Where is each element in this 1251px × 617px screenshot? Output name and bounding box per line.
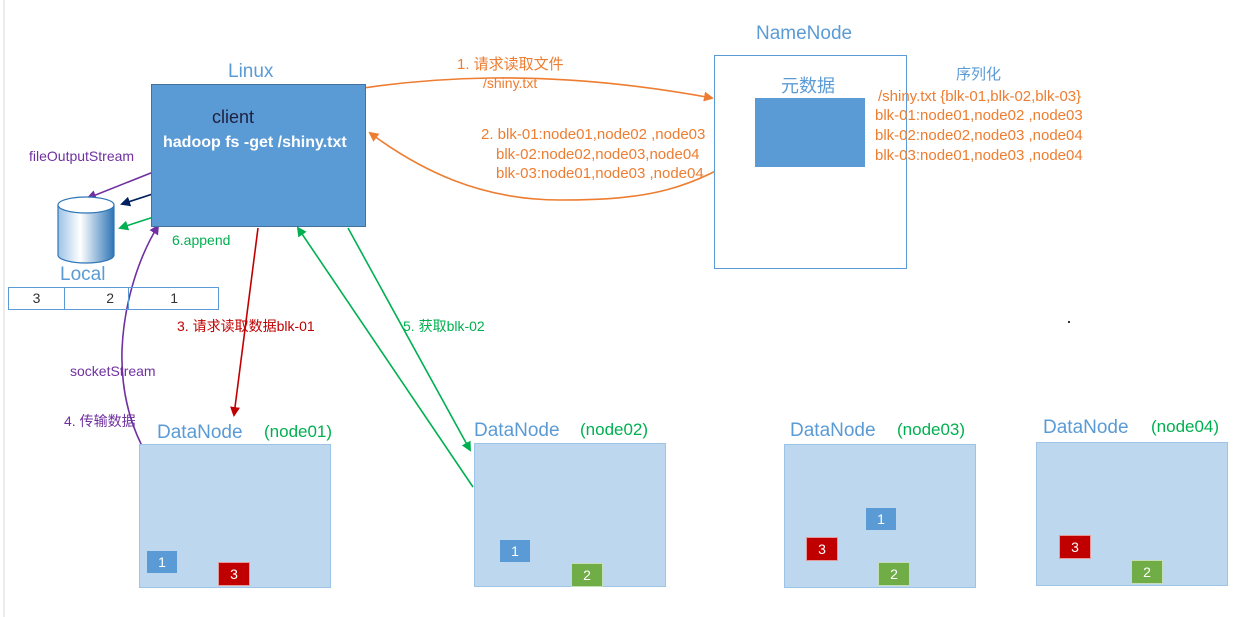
datanode4-node-label: (node04) [1151,417,1220,436]
client-label: client [212,107,255,127]
namenode-title: NameNode [756,23,853,44]
serialize-label: 序列化 [956,66,1002,83]
step4-label: 4. 传输数据 [64,413,136,429]
step1-line2: /shiny.txt [483,75,538,91]
datanode1-node-label: (node01) [264,422,333,441]
arrow-block-list-return [368,131,756,201]
arrow-request-blk01 [230,227,259,417]
datanode1-block-3: 3 [218,562,250,586]
step3-label: 3. 请求读取数据blk-01 [177,318,315,334]
namenode-metadata-label: 元数据 [781,76,835,96]
step6-label: 6.append [172,232,231,248]
linux-client-box [151,84,366,227]
local-cell-2: 2 [65,288,129,309]
datanode4-block-2: 2 [1131,560,1163,584]
datanode3-node-label: (node03) [897,420,966,439]
arrow-get-blk02-down [347,227,471,452]
datanode3-block-3: 3 [806,537,838,561]
local-cell-3: 3 [9,288,65,309]
serialized-line-4: blk-03:node01,node03 ,node04 [875,147,1083,164]
datanode1-title: DataNode [157,422,243,443]
datanode1-block-1: 1 [146,550,178,574]
file-output-stream-label: fileOutputStream [29,148,135,164]
command-label: hadoop fs -get /shiny.txt [163,134,347,151]
step5-label: 5. 获取blk-02 [403,318,485,334]
step2-line1: 2. blk-01:node01,node02 ,node03 [481,126,706,143]
step2-line2: blk-02:node02,node03,node04 [496,146,700,163]
step1-line1: 1. 请求读取文件 [457,56,564,73]
datanode2-block-2: 2 [571,563,603,587]
namenode-metadata-box [755,98,865,167]
datanode3-title: DataNode [790,420,876,441]
step2-line3: blk-03:node01,node03 ,node04 [496,165,704,182]
local-block-table: 3 2 1 [8,287,219,310]
serialized-line-3: blk-02:node02,node03 ,node04 [875,127,1083,144]
datanode4-block-3: 3 [1059,535,1091,559]
local-label: Local [60,264,106,285]
local-cell-1: 1 [170,290,178,306]
datanode2-box [474,443,666,587]
datanode3-block-1: 1 [865,507,897,531]
linux-title: Linux [228,61,274,82]
socket-stream-label: socketStream [70,363,156,379]
arrow-return-blk02-up [296,226,474,488]
serialized-line-2: blk-01:node01,node02 ,node03 [875,107,1083,124]
datanode2-node-label: (node02) [580,420,649,439]
serialized-line-1: /shiny.txt {blk-01,blk-02,blk-03} [878,88,1082,105]
datanode4-title: DataNode [1043,417,1129,438]
datanode2-block-1: 1 [499,539,531,563]
datanode3-block-2: 2 [878,562,910,586]
stray-dot [1068,321,1070,323]
datanode2-title: DataNode [474,420,560,441]
